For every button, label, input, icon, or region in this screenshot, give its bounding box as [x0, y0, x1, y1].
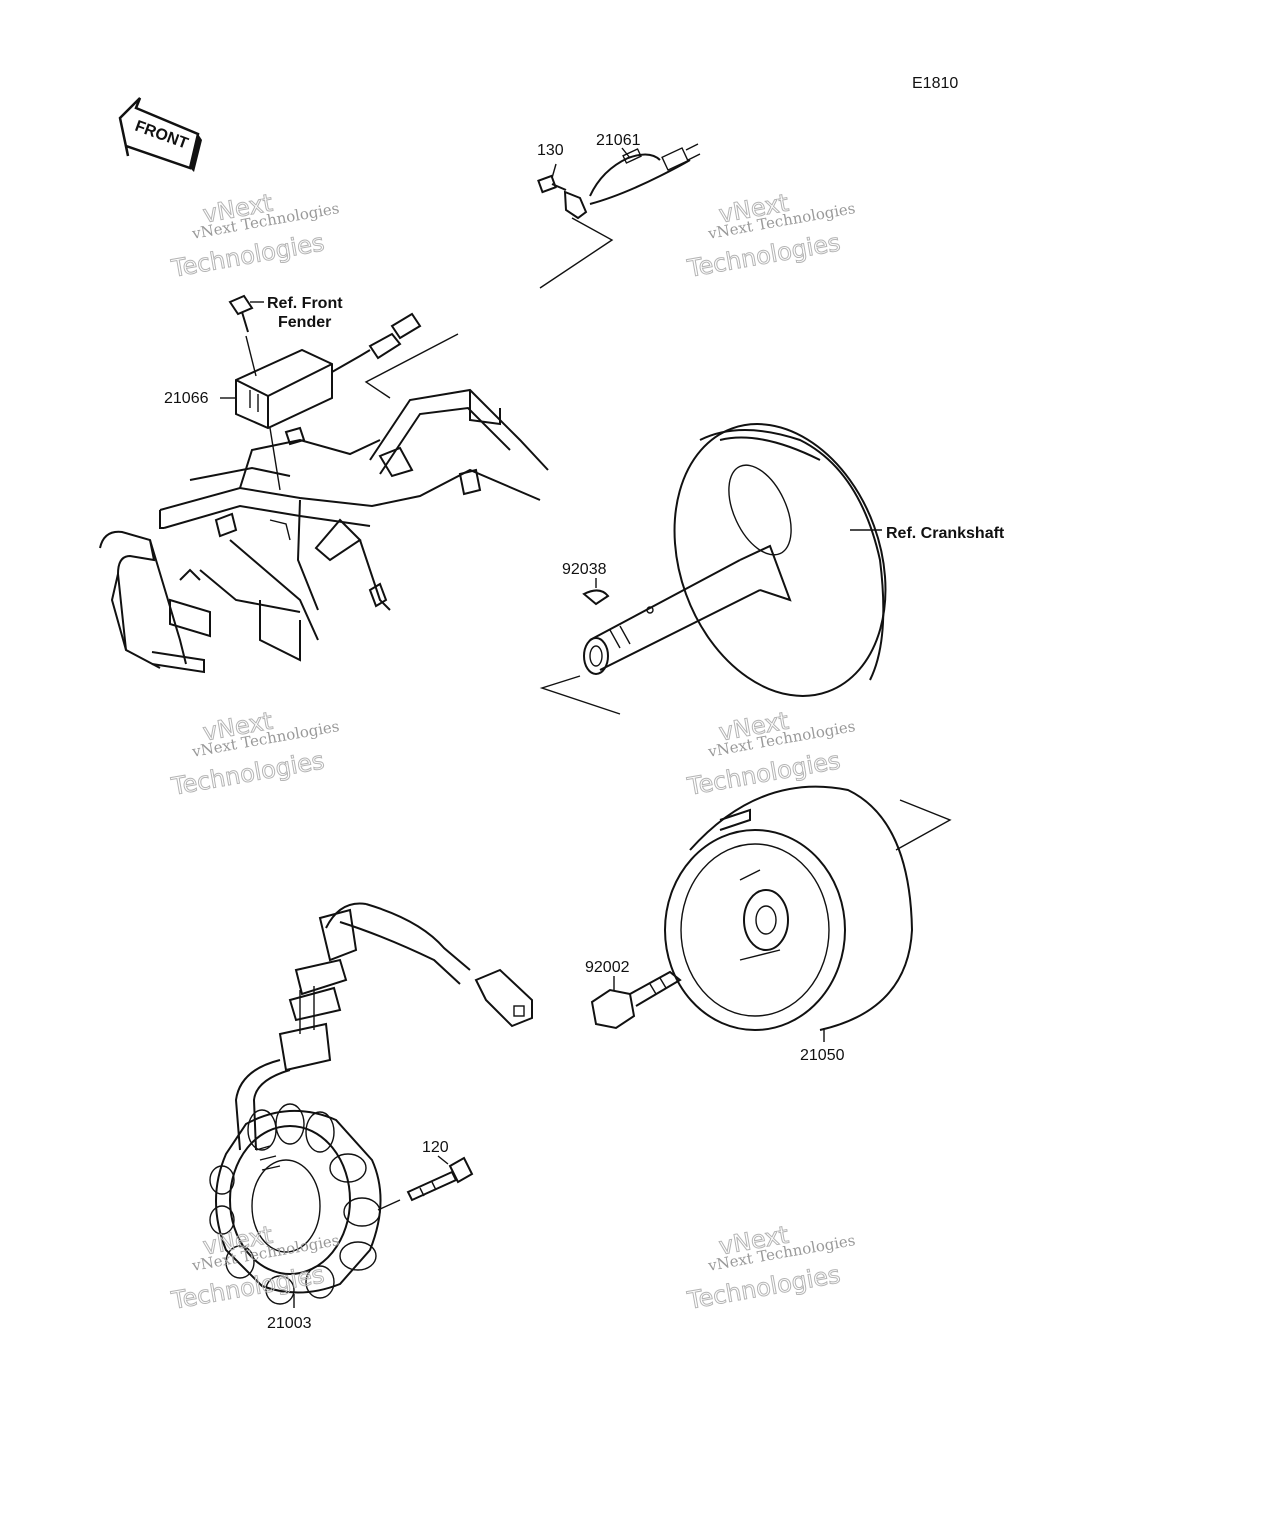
watermark-4: vNext vNext Technologies Technologies — [684, 706, 856, 801]
locator-line-rotor — [895, 799, 952, 851]
ref-front-fender-line2: Fender — [278, 314, 331, 331]
watermark-6: vNext vNext Technologies Technologies — [684, 1220, 856, 1315]
watermark-2: vNext vNext Technologies Technologies — [684, 188, 856, 283]
locator-line-pickup — [539, 217, 614, 289]
woodruff-key — [582, 589, 610, 606]
stator — [209, 1103, 382, 1305]
label-21003: 21003 — [267, 1315, 312, 1332]
leader-130 — [551, 163, 557, 179]
leader-120 — [437, 1155, 449, 1165]
bolt-120 — [406, 1156, 474, 1202]
frame — [99, 388, 549, 674]
leader-21061 — [621, 147, 631, 159]
locator-line-frame — [364, 333, 459, 399]
watermark-1: vNext vNext Technologies Technologies — [168, 188, 340, 283]
regulator-rectifier — [235, 312, 422, 430]
ref-crankshaft: Ref. Crankshaft — [886, 525, 1005, 542]
diagram-code: E1810 — [912, 75, 958, 92]
label-92002: 92002 — [585, 959, 630, 976]
locator-line-regulator — [269, 427, 281, 491]
label-21050: 21050 — [800, 1047, 845, 1064]
ref-front-fender-line1: Ref. Front — [267, 295, 343, 312]
alternator-rotor — [664, 785, 914, 1031]
bolt-130 — [537, 174, 567, 194]
label-130: 130 — [537, 142, 564, 159]
label-120: 120 — [422, 1139, 449, 1156]
bolt-92002 — [590, 970, 682, 1030]
label-21066: 21066 — [164, 390, 209, 407]
crankshaft — [583, 423, 887, 697]
watermark-3: vNext vNext Technologies Technologies — [168, 706, 340, 801]
front-arrow-icon: FRONT — [118, 97, 202, 172]
bolt-front-fender — [228, 294, 264, 333]
pickup-coil — [563, 143, 701, 220]
stator-harness — [234, 902, 533, 1151]
label-21061: 21061 — [596, 132, 641, 149]
watermark-5: vNext vNext Technologies Technologies — [168, 1220, 340, 1315]
locator-line-stator — [377, 1199, 401, 1211]
locator-line-crank — [539, 675, 621, 715]
label-92038: 92038 — [562, 561, 607, 578]
leader-fender-bolt — [245, 335, 257, 377]
